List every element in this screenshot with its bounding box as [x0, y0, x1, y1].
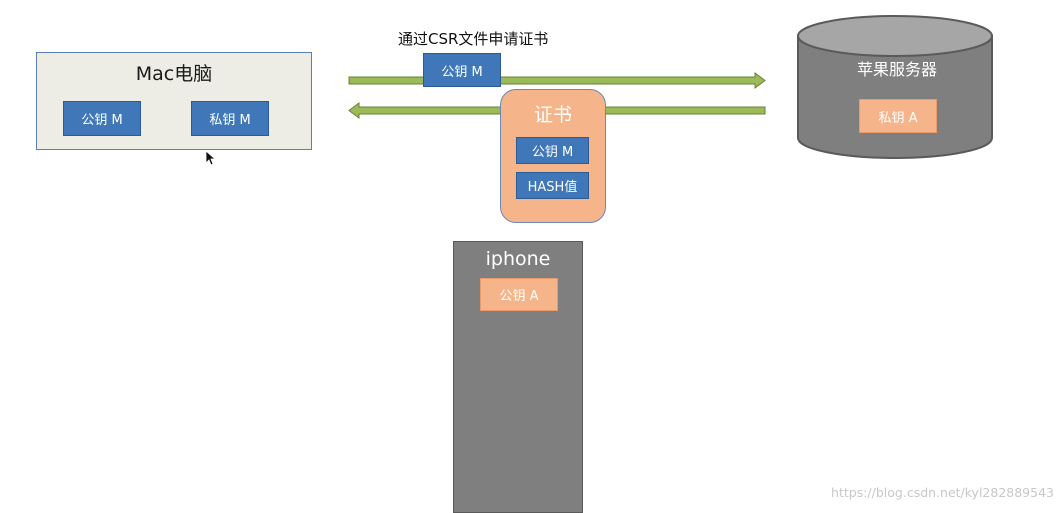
server-title: 苹果服务器 — [856, 60, 937, 79]
iphone-public-key: 公钥 A — [480, 278, 558, 311]
iphone-title: iphone — [485, 248, 551, 270]
server-cylinder — [797, 15, 993, 159]
certificate-title: 证书 — [533, 104, 572, 126]
server-private-key: 私钥 A — [859, 99, 937, 133]
mac-private-key: 私钥 M — [191, 101, 269, 136]
mac-computer-box: Mac电脑 公钥 M 私钥 M — [36, 52, 312, 150]
arrow-to-server — [348, 72, 766, 89]
transfer-public-key: 公钥 M — [423, 53, 501, 87]
csr-request-label: 通过CSR文件申请证书 — [398, 30, 549, 48]
iphone-device: iphone 公钥 A — [453, 241, 583, 513]
mac-public-key: 公钥 M — [63, 101, 141, 136]
certificate-hash: HASH值 — [516, 172, 589, 199]
certificate-box: 证书 公钥 M HASH值 — [500, 89, 606, 223]
certificate-public-key: 公钥 M — [516, 137, 589, 164]
watermark-text: https://blog.csdn.net/kyl282889543 — [831, 485, 1054, 500]
mouse-cursor-icon — [205, 150, 217, 166]
mac-title: Mac电脑 — [135, 63, 213, 85]
